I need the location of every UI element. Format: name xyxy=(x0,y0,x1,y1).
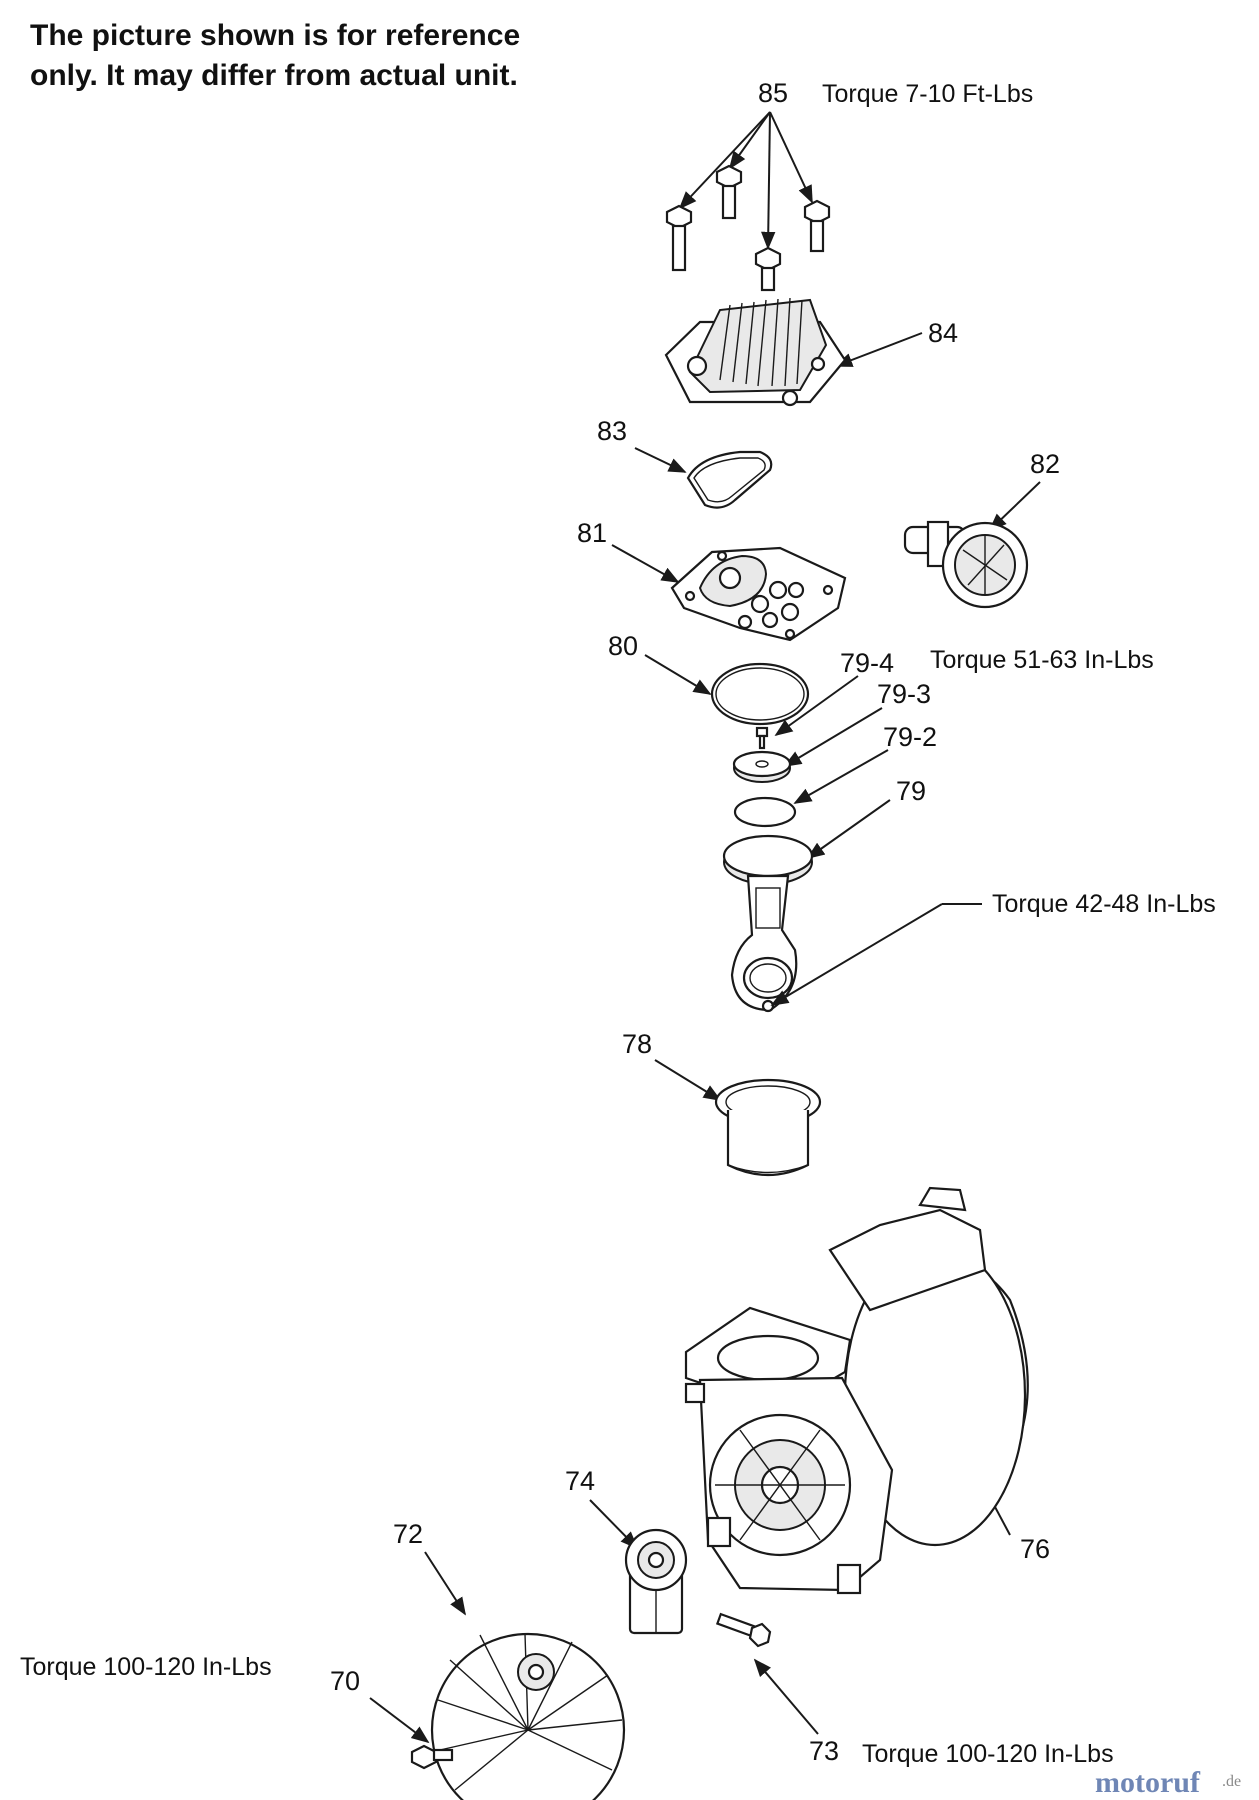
part-74-eccentric: 74 xyxy=(565,1466,688,1635)
bolt-icon xyxy=(754,246,782,292)
part-73-eccentric-bolt: 73 Torque 100-120 In-Lbs xyxy=(715,1612,1114,1768)
part-80-o-ring: 80 Torque 51-63 In-Lbs xyxy=(608,631,1154,726)
part-84-cylinder-head: 84 xyxy=(664,297,958,407)
callout-72: 72 xyxy=(393,1519,423,1549)
bolt-icon xyxy=(803,199,831,253)
torque-fan: Torque 100-120 In-Lbs xyxy=(20,1653,272,1681)
callout-70: 70 xyxy=(330,1666,360,1696)
callout-79-3: 79-3 xyxy=(877,679,931,709)
callout-84: 84 xyxy=(928,318,958,348)
callout-73: 73 xyxy=(809,1736,839,1766)
torque-valve-plate: Torque 51-63 In-Lbs xyxy=(930,646,1154,674)
torque-eccentric: Torque 100-120 In-Lbs xyxy=(862,1740,1114,1768)
callout-79-4: 79-4 xyxy=(840,648,894,678)
callout-74: 74 xyxy=(565,1466,595,1496)
part-70-fan-bolt: 70 xyxy=(330,1666,454,1770)
part-81-valve-plate: 81 xyxy=(577,518,847,642)
callout-83: 83 xyxy=(597,416,627,446)
part-72-fan: 72 Torque 100-120 In-Lbs xyxy=(20,1519,626,1800)
part-78-cylinder-sleeve: 78 xyxy=(622,1029,822,1177)
watermark-tld: .de xyxy=(1222,1773,1241,1790)
torque-connecting-rod: Torque 42-48 In-Lbs xyxy=(992,890,1216,918)
callout-81: 81 xyxy=(577,518,607,548)
callout-80: 80 xyxy=(608,631,638,661)
bolt-icon xyxy=(665,204,693,272)
callout-76: 76 xyxy=(1020,1534,1050,1564)
part-82-fitting: 82 xyxy=(903,449,1060,609)
callout-79: 79 xyxy=(896,776,926,806)
reference-note-line1: The picture shown is for reference xyxy=(30,19,520,52)
bolt-icon xyxy=(715,164,743,220)
callout-79-2: 79-2 xyxy=(883,722,937,752)
torque-head-bolts: Torque 7-10 Ft-Lbs xyxy=(822,80,1033,108)
callout-78: 78 xyxy=(622,1029,652,1059)
watermark-logo: motoruf .de xyxy=(1095,1766,1241,1799)
valve-ports xyxy=(737,580,805,630)
part-85-head-bolts: 85 Torque 7-10 Ft-Lbs xyxy=(665,78,1033,292)
watermark-brand: motoruf xyxy=(1095,1766,1201,1799)
part-83-head-gasket: 83 xyxy=(597,416,773,509)
part-79-piston-assembly: 79-4 79-3 79-2 79 xyxy=(722,648,937,1013)
callout-82: 82 xyxy=(1030,449,1060,479)
torque-connecting-rod-callout: Torque 42-48 In-Lbs xyxy=(770,890,1216,1006)
part-76-motor-crankcase: 76 xyxy=(684,1186,1050,1595)
callout-85: 85 xyxy=(758,78,788,108)
reference-note-line2: only. It may differ from actual unit. xyxy=(30,59,518,92)
